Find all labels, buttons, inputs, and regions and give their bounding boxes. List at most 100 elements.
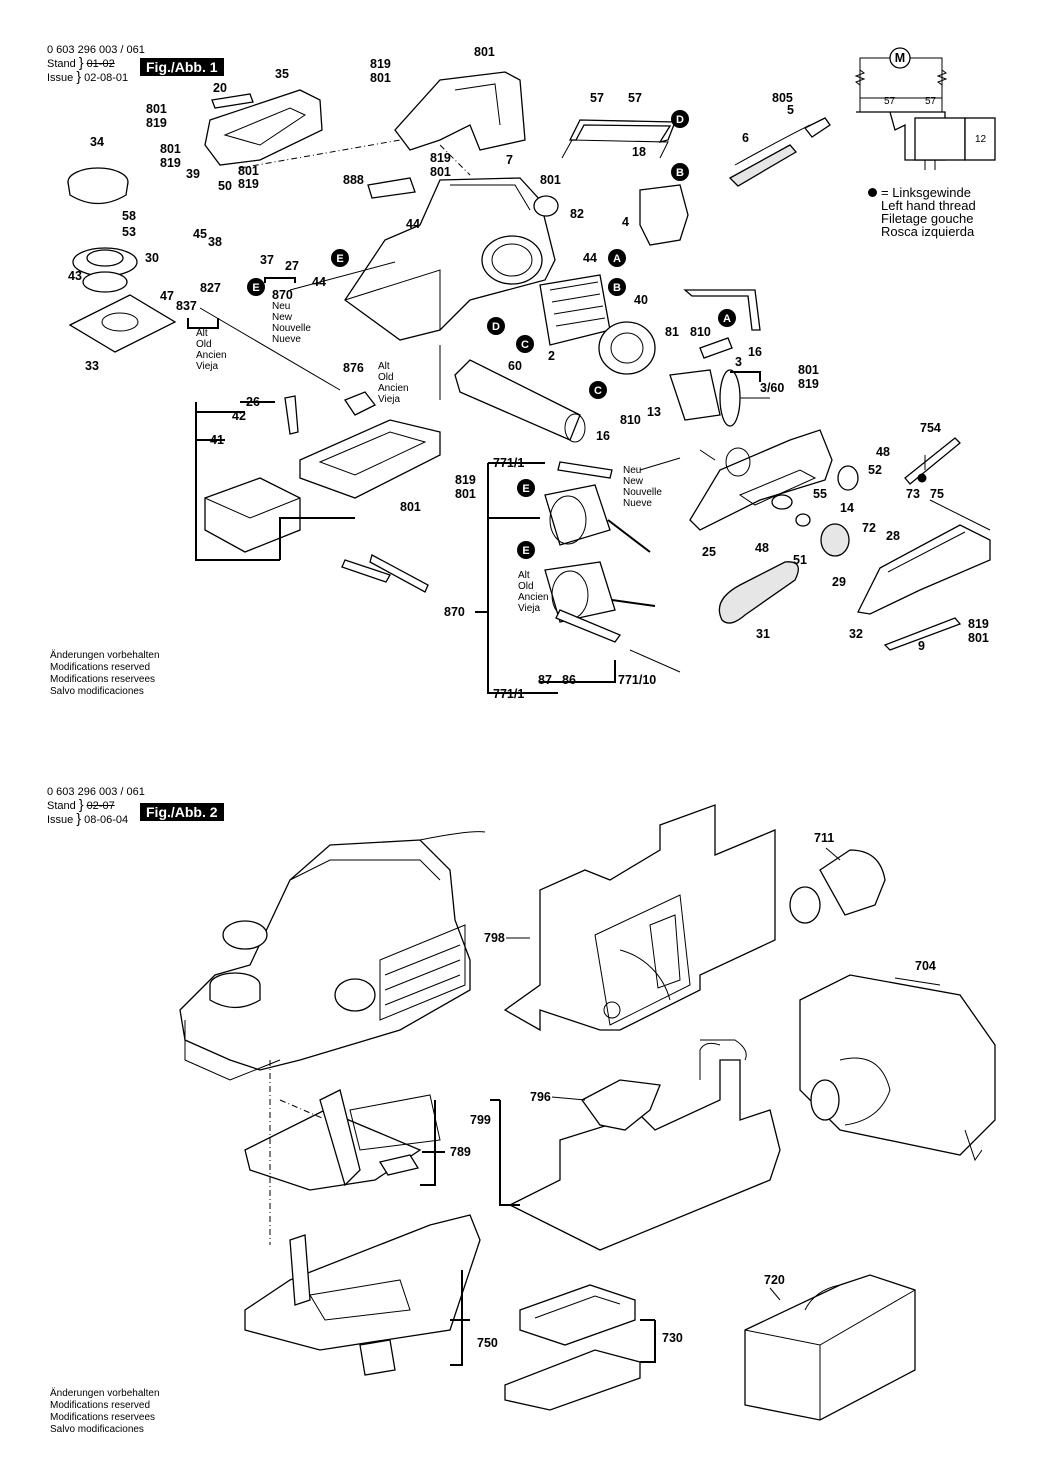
stand-799 (508, 1059, 781, 1251)
svg-text:Vieja: Vieja (378, 394, 400, 405)
callout-e-new: E (522, 483, 529, 495)
part-number: 29 (832, 575, 846, 589)
part-number: 819 (146, 116, 167, 130)
part-number: 44 (312, 275, 326, 289)
part-number: 55 (813, 487, 827, 501)
part-number: 87 (538, 673, 552, 687)
svg-text:Old: Old (518, 581, 534, 592)
part-number: 48 (755, 541, 769, 555)
svg-text:Alt: Alt (378, 361, 390, 372)
part-number: 801 (238, 164, 259, 178)
part-number: 798 (484, 931, 505, 945)
svg-text:New: New (623, 476, 644, 487)
fence-750 (244, 1214, 481, 1351)
part-number: 47 (160, 289, 174, 303)
part-number: 801 (430, 165, 451, 179)
svg-text:Alt: Alt (196, 328, 208, 339)
callout-d-1: D (492, 321, 500, 333)
callout-b-1: B (613, 282, 621, 294)
fig1-drawing: M 57 57 12 (67, 45, 996, 701)
fig1-issue-value: 02-08-01 (84, 72, 129, 84)
part-number: 16 (748, 345, 762, 359)
part-number: 771/10 (618, 673, 656, 687)
callout-e-2: E (252, 282, 259, 294)
fig2-part-numbers: 711 798 704 796 799 789 750 720 730 (450, 831, 936, 1350)
part-number: 2 (548, 349, 555, 363)
svg-text:Vieja: Vieja (518, 603, 540, 614)
wire-label-57-a: 57 (884, 96, 896, 107)
part-number: 4 (622, 215, 629, 229)
part-number: 819 (370, 57, 391, 71)
fig1-stand-value: 01-02 (86, 58, 115, 70)
part-number: 60 (508, 359, 522, 373)
dust-adapter-711 (819, 849, 886, 916)
part-number: 32 (849, 627, 863, 641)
motor-label: M (895, 51, 905, 65)
part-number: 720 (764, 1273, 785, 1287)
part-number: 57 (590, 91, 604, 105)
motor-symbol-icon (889, 47, 911, 69)
part-number: 801 (160, 142, 181, 156)
housing-cover-801 (394, 71, 526, 151)
part-number: 18 (632, 145, 646, 159)
part-number: 28 (886, 529, 900, 543)
part-number: 43 (68, 269, 82, 283)
part-number: 52 (868, 463, 882, 477)
part-number: 38 (208, 235, 222, 249)
planer-tool (179, 839, 471, 1071)
part-number: 711 (814, 831, 834, 845)
drive-belt-31 (718, 561, 799, 624)
armature-3 (669, 369, 721, 421)
part-number: 58 (122, 209, 136, 223)
svg-text:Ancien: Ancien (518, 592, 549, 603)
dust-bag-704 (799, 974, 996, 1156)
svg-text:Nouvelle: Nouvelle (623, 487, 662, 498)
part-number: 16 (596, 429, 610, 443)
part-number: 25 (702, 545, 716, 559)
callout-e-old: E (522, 545, 529, 557)
fig2-title: Fig./Abb. 2 (140, 803, 224, 821)
svg-text:Nouvelle: Nouvelle (272, 323, 311, 334)
part-number: 796 (530, 1090, 551, 1104)
part-number: 44 (406, 217, 420, 231)
switch-label-12: 12 (975, 134, 987, 145)
drive-pulley-29 (820, 523, 850, 557)
part-number: 801 (968, 631, 989, 645)
part-number: 48 (876, 445, 890, 459)
part-number: 888 (343, 173, 364, 187)
part-number: 75 (930, 487, 944, 501)
part-number: 20 (213, 81, 227, 95)
part-number: 3/60 (760, 381, 784, 395)
part-number: 827 (200, 281, 221, 295)
wire-label-57-b: 57 (925, 96, 937, 107)
base-plate-801 (299, 419, 441, 499)
rear-shoe-41 (204, 477, 301, 553)
part-number: 39 (186, 167, 200, 181)
part-number: 53 (122, 225, 136, 239)
part-number: 9 (918, 639, 925, 653)
part-number: 37 (260, 253, 274, 267)
main-housing (344, 177, 556, 341)
wrench-754 (904, 437, 961, 485)
callout-c-2: C (594, 385, 602, 397)
part-number: 73 (906, 487, 920, 501)
svg-text:Old: Old (378, 372, 394, 383)
part-number: 730 (662, 1331, 683, 1345)
gear-housing-25 (689, 429, 833, 531)
part-number: 72 (862, 521, 876, 535)
fig1-title: Fig./Abb. 1 (140, 58, 224, 76)
callout-d-top: D (676, 114, 684, 126)
thread-legend: = Linksgewinde Left hand thread Filetage… (868, 186, 976, 238)
part-number: 837 (176, 299, 197, 313)
part-number: 801 (798, 363, 819, 377)
part-number: 34 (90, 135, 104, 149)
callout-b-top: B (676, 167, 684, 179)
part-number: 41 (210, 433, 224, 447)
part-number: 31 (756, 627, 770, 641)
svg-text:Ancien: Ancien (378, 383, 409, 394)
part-number: 86 (562, 673, 576, 687)
fig2-issue-value: 08-06-04 (84, 814, 129, 826)
cutter-head-old (544, 561, 616, 623)
part-number: 799 (470, 1113, 491, 1127)
